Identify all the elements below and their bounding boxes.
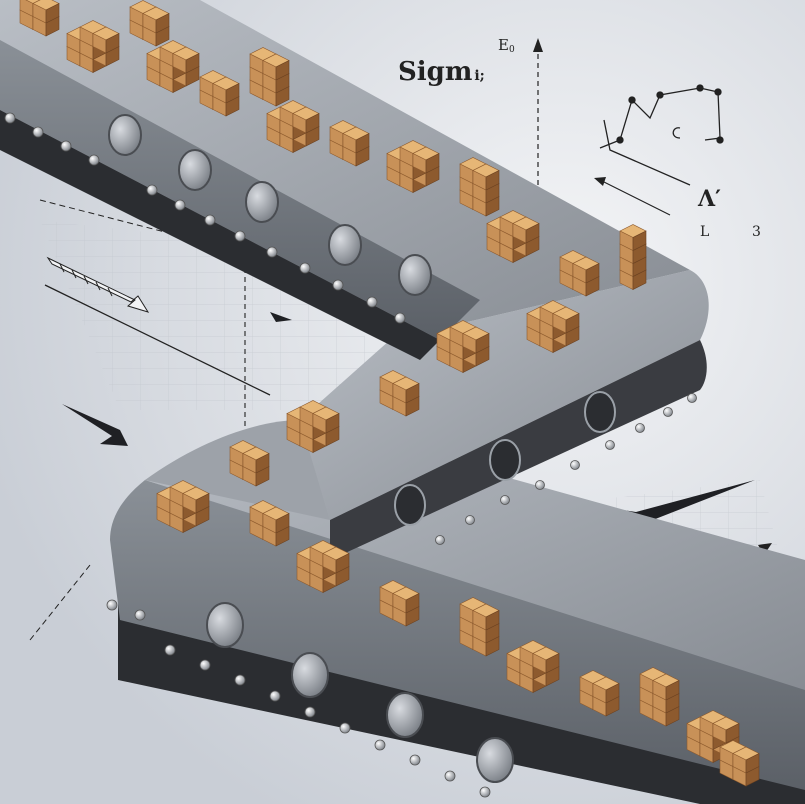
box-cube [405,383,420,404]
box-cube [405,593,420,614]
box-cube [485,170,500,191]
box-cube [45,3,60,24]
mid-label: L [700,224,709,240]
box-cube [105,33,120,54]
scribble-diagram [599,84,724,186]
box-cube [305,113,320,134]
box-cube [225,83,240,104]
box-cube [525,223,540,244]
axis-label-top: E0 [498,36,515,55]
small-mark: 3 [752,224,761,240]
box-cube [275,60,290,81]
striped-arrow [46,256,150,313]
box-cube [565,313,580,334]
box-cube [275,513,290,534]
box-cube [325,413,340,434]
box-cube [425,153,440,174]
box-cube [605,683,620,704]
box-cube [255,453,270,474]
lambda-mark: Λ′ [697,186,721,212]
box-cube [355,133,370,154]
box-cube [745,753,760,774]
box-cube [185,53,200,74]
box-cube [725,723,740,744]
box-cube [545,653,560,674]
box-cube [195,493,210,514]
rollers [108,114,616,783]
box-cube [335,553,350,574]
box-cube [585,263,600,284]
box-cube [155,13,170,34]
box-cube [485,610,500,631]
box-cube [475,333,490,354]
cardboard-box-stacks [19,0,760,787]
rivets [4,112,697,798]
box-cube [665,680,680,701]
box-cube [632,230,647,251]
